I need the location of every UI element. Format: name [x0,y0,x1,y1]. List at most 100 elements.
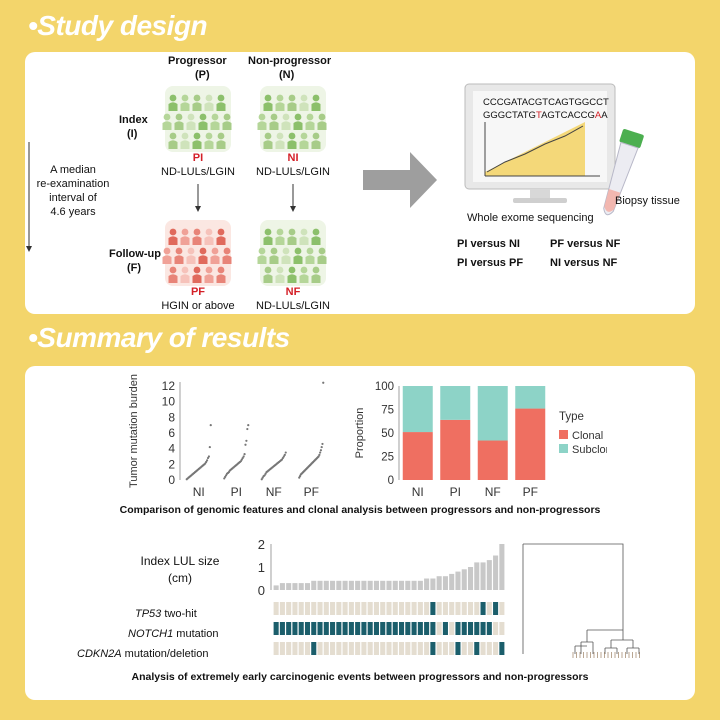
ni-people-icon [257,94,327,149]
gene-notch1: NOTCH1 [128,628,174,640]
oncoprint-cell [392,622,398,635]
interval-line-3: interval of [49,192,97,204]
oncoprint-cell [499,622,505,635]
oncoprint-cell [461,642,467,655]
oncoprint-cell [298,642,304,655]
person-body [269,255,279,264]
tmb-point [245,439,248,442]
tmb-y-tick-label: 4 [168,442,175,456]
person-head [300,266,308,274]
person-body [180,140,190,149]
oncoprint-cell [348,642,354,655]
clonal-y-label: Proportion [354,408,366,459]
oncoprint-cell [330,622,336,635]
person-head [193,94,201,102]
oncoprint-cell [486,622,492,635]
person-head [199,113,207,121]
interval-line-2: re-examination [36,178,110,190]
oncoprint-cell [286,642,292,655]
oncoprint-cell [304,642,311,655]
person-body [257,255,267,264]
seq-variant-1: T [535,110,542,121]
clonal-x-tick-label: PF [523,485,538,499]
clonal-x-tick-label: PI [450,485,461,499]
nf-group-box [260,220,326,286]
biopsy-tube-icon [603,128,644,216]
person-head [282,113,290,121]
size-bar [442,576,448,590]
oncoprint-cell [342,622,348,635]
oncoprint-cell [367,642,373,655]
oncoprint-cell [311,602,317,615]
person-head [181,94,189,102]
person-head [169,94,177,102]
oncoprint-cell [279,602,285,615]
oncoprint-cell [311,622,317,635]
clonal-bar-segment [477,386,508,441]
size-bar [436,576,442,590]
person-head [205,94,213,102]
oncoprint-cell [467,642,474,655]
tmb-point [242,455,245,458]
tmb-y-tick-label: 2 [168,457,175,471]
clonal-x-tick-label: NI [412,485,424,499]
tmb-point [319,449,323,452]
oncoprint-cell [348,602,354,615]
oncoprint-cell [336,622,342,635]
size-bar [486,560,492,590]
person-head [264,132,272,140]
person-body [263,236,273,245]
study-design-title: •Study design [28,10,208,41]
oncoprint-cell [493,642,499,655]
oncoprint-cell [342,602,348,615]
gene-cdkn2a: CDKN2A [77,648,122,660]
oncoprint-cell [405,622,411,635]
oncoprint-cell [436,642,442,655]
oncoprint-cell [424,602,430,615]
progressor-header: Progressor [168,55,227,67]
size-bar [330,580,336,590]
clonal-y-tick-label: 0 [388,475,394,487]
oncoprint-cell [480,642,486,655]
person-head [223,247,231,255]
size-bar [386,580,392,590]
size-bar [336,580,342,590]
oncoprint-cell [430,622,436,635]
tmb-y-tick-label: 6 [168,426,175,440]
oncoprint-cell [298,602,304,615]
nf-desc: ND-LULs/LGIN [256,300,330,312]
clonal-bar-segment [440,386,471,420]
person-head [193,266,201,274]
pi-group-box [165,86,231,152]
oncoprint-cell [355,622,361,635]
oncoprint-cell [380,642,386,655]
tmb-point [207,455,211,458]
person-body [299,102,309,111]
oncoprint-cell [380,622,386,635]
oncoprint-cell [474,642,480,655]
study-design-panel: Progressor (P) Non-progressor (N) Index … [25,52,695,314]
size-bar [380,580,386,590]
person-body [180,102,190,111]
person-body [186,255,196,264]
row-label-tp53: TP53 two-hit [135,608,197,620]
oncoprint-cell [461,602,467,615]
oncoprint-cell [323,642,329,655]
person-head [205,266,213,274]
study-design-graphics [26,83,644,286]
tmb-y-label: Tumor mutation burden [128,374,140,488]
person-head [217,228,225,236]
person-body [180,274,190,283]
person-body [192,102,202,111]
person-head [175,113,183,121]
person-head [300,228,308,236]
nf-label: NF [285,286,301,298]
person-body [311,236,321,245]
oncoprint-cell [323,622,329,635]
seq-part-e: A [601,110,608,121]
size-bar [373,580,379,590]
person-body [275,274,285,283]
nf-people-icon [257,228,327,283]
tmb-x-tick-label: NF [266,485,282,499]
size-y-tick-label: 2 [258,538,265,552]
